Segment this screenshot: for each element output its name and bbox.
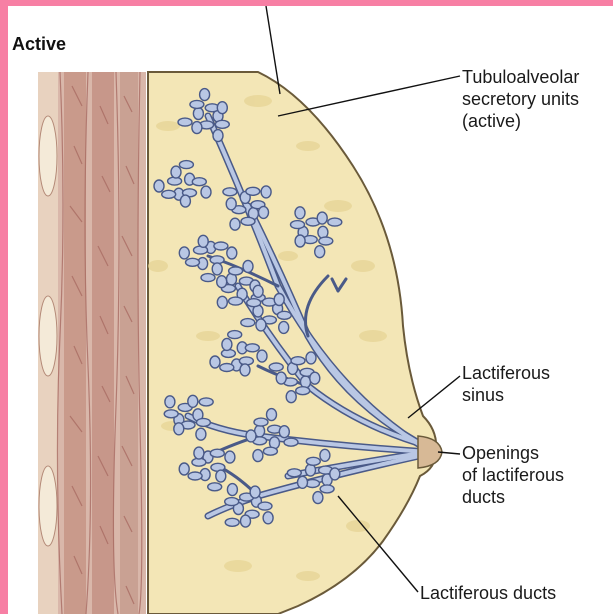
label-lactiferous-sinus: Lactiferous sinus	[462, 362, 550, 406]
label-lactiferous-ducts: Lactiferous ducts	[420, 582, 556, 604]
chest-wall	[38, 72, 146, 614]
state-title: Active	[12, 34, 66, 55]
breast-outline	[148, 72, 436, 614]
figure-panel: Active Tubuloalveolar secretory units (a…	[8, 6, 613, 614]
label-tubuloalveolar: Tubuloalveolar secretory units (active)	[462, 66, 579, 132]
label-openings: Openings of lactiferous ducts	[462, 442, 564, 508]
